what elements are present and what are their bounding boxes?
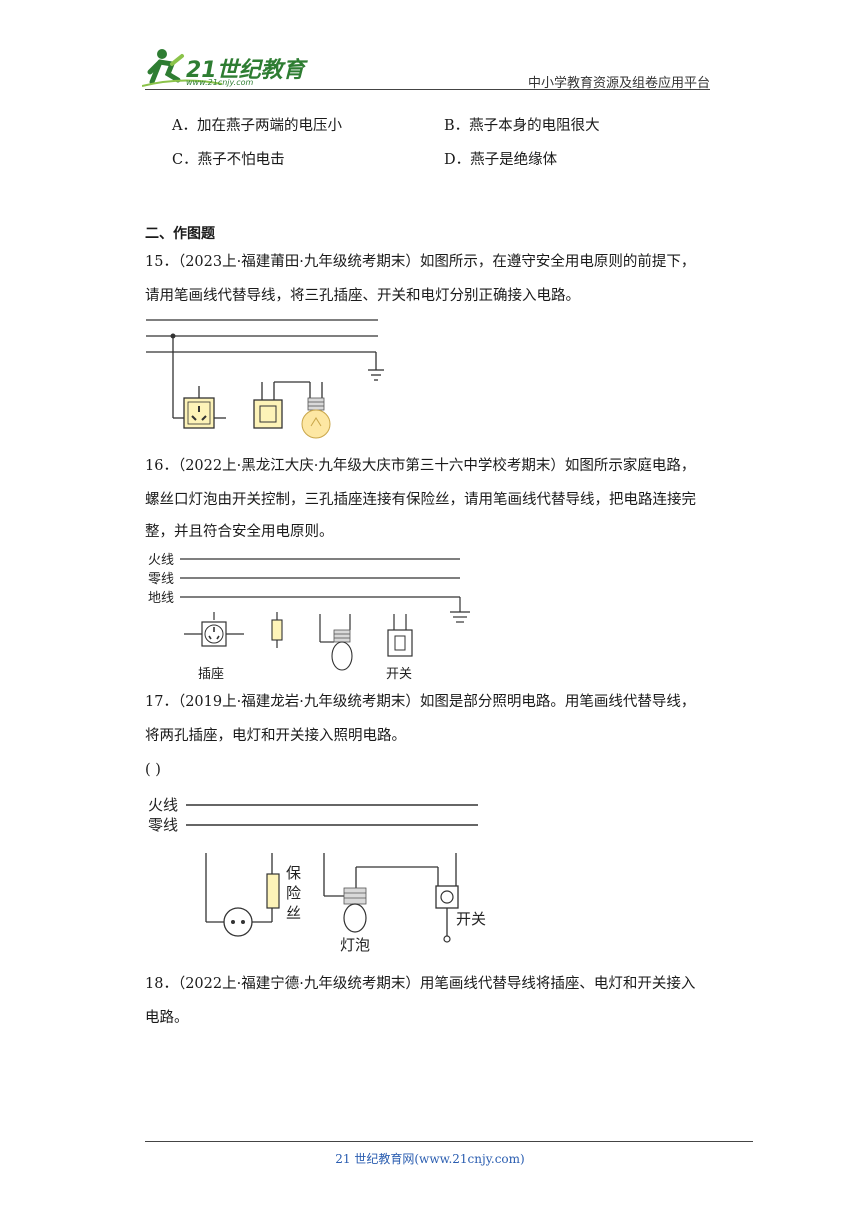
q16-bulb bbox=[331, 641, 353, 671]
q17-fuse bbox=[266, 873, 280, 909]
q16-label-switch: 开关 bbox=[386, 667, 412, 682]
q17-label-bulb: 灯泡 bbox=[340, 936, 370, 954]
q17-bulb bbox=[343, 903, 367, 933]
switch bbox=[253, 399, 283, 429]
q17-bulb-socket bbox=[343, 887, 367, 905]
q17-label-neutral: 零线 bbox=[148, 816, 178, 834]
q15-text-line1: 15．（2023上·福建莆田·九年级统考期末）如图所示，在遵守安全用电原则的前提… bbox=[145, 254, 696, 270]
q17-text-line1: 17．（2019上·福建龙岩·九年级统考期末）如图是部分照明电路。用笔画线代替导… bbox=[145, 694, 696, 710]
q16-socket bbox=[201, 621, 227, 647]
q15-text-line2: 请用笔画线代替导线，将三孔插座、开关和电灯分别正确接入电路。 bbox=[145, 288, 580, 304]
q16-bulb-socket bbox=[333, 629, 351, 643]
q17-label-fuse-2: 险 bbox=[286, 884, 301, 902]
q18-text-line1: 18．（2022上·福建宁德·九年级统考期末）用笔画线代替导线将插座、电灯和开关… bbox=[145, 976, 696, 992]
q17-label-fuse-3: 丝 bbox=[286, 904, 301, 922]
q16-text-line2: 螺丝口灯泡由开关控制，三孔插座连接有保险丝，请用笔画线代替导线，把电路连接完 bbox=[145, 492, 696, 508]
q16-text-line3: 整，并且符合安全用电原则。 bbox=[145, 524, 334, 540]
q15-circuit-diagram bbox=[146, 319, 384, 439]
option-c: C．燕子不怕电击 bbox=[172, 152, 285, 168]
logo bbox=[141, 46, 312, 92]
q17-label-switch: 开关 bbox=[456, 910, 486, 928]
q17-label-live: 火线 bbox=[148, 796, 178, 814]
option-d: D．燕子是绝缘体 bbox=[444, 152, 558, 168]
bulb-socket bbox=[307, 397, 325, 411]
footer-divider bbox=[145, 1141, 753, 1142]
footer-link[interactable]: 21 世纪教育网(www.21cnjy.com) bbox=[335, 1152, 525, 1166]
q17-answer-paren: ( ) bbox=[145, 762, 161, 778]
q16-label-socket: 插座 bbox=[198, 667, 224, 682]
light-bulb bbox=[301, 409, 331, 439]
q16-switch bbox=[387, 629, 413, 657]
three-pin-socket bbox=[183, 397, 215, 429]
q16-label-neutral: 零线 bbox=[148, 572, 174, 587]
platform-name: 中小学教育资源及组卷应用平台 bbox=[527, 76, 710, 91]
q17-circuit-diagram: 火线 零线 保 险 丝 灯泡 开关 bbox=[148, 796, 486, 954]
q17-text-line2: 将两孔插座，电灯和开关接入照明电路。 bbox=[145, 728, 406, 744]
q17-two-pin-socket bbox=[223, 907, 253, 937]
logo-text: 21世纪教育 bbox=[186, 58, 305, 83]
logo-runner-icon bbox=[141, 49, 223, 87]
q16-label-ground: 地线 bbox=[148, 591, 174, 606]
header-divider bbox=[145, 89, 710, 90]
section-title: 二、作图题 bbox=[145, 226, 215, 242]
q16-text-line1: 16．（2022上·黑龙江大庆·九年级大庆市第三十六中学校考期末）如图所示家庭电… bbox=[145, 458, 696, 474]
q18-text-line2: 电路。 bbox=[145, 1010, 189, 1026]
q16-fuse bbox=[271, 619, 283, 641]
q16-circuit-diagram: 火线 零线 地线 插座 开关 bbox=[148, 553, 470, 682]
option-a: A．加在燕子两端的电压小 bbox=[172, 118, 342, 134]
q17-label-fuse-1: 保 bbox=[286, 864, 301, 882]
option-b: B．燕子本身的电阻很大 bbox=[444, 118, 600, 134]
logo-url: www.21cnjy.com bbox=[186, 78, 254, 87]
q16-label-live: 火线 bbox=[148, 553, 174, 568]
q17-switch bbox=[435, 885, 459, 909]
